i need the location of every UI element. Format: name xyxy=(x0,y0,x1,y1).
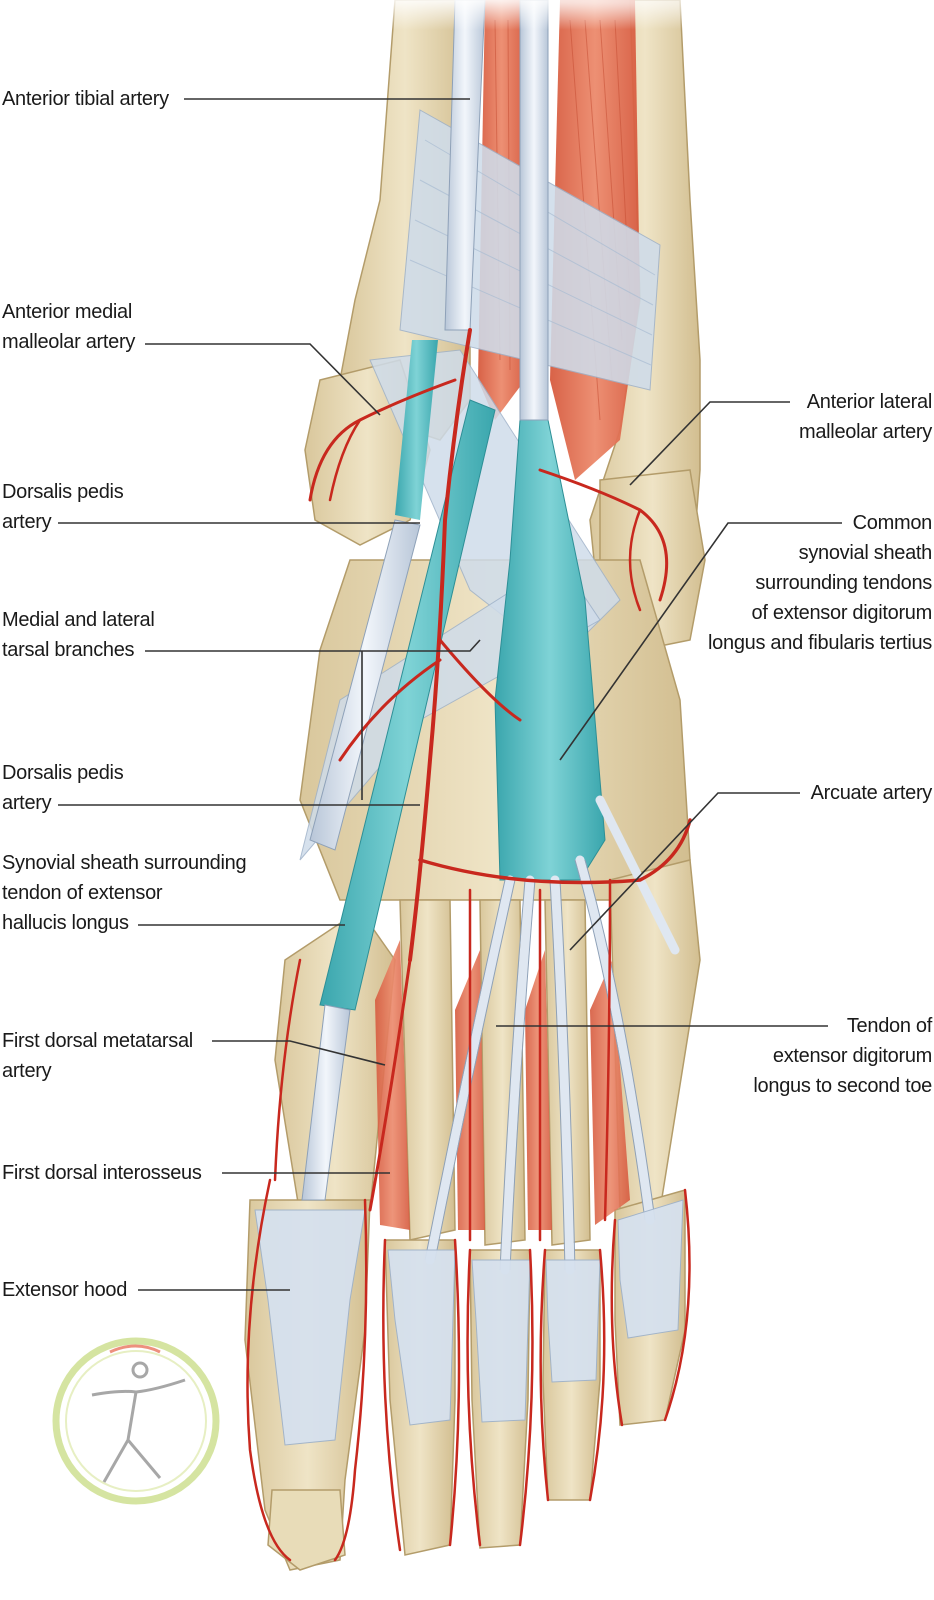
label-line: tarsal branches xyxy=(2,639,135,661)
label-anterior-tibial-artery: Anterior tibial artery xyxy=(2,84,169,114)
label-line: malleolar artery xyxy=(798,421,932,443)
label-line: Anterior lateral xyxy=(806,391,933,413)
extensor-hoods xyxy=(254,1199,684,1446)
label-first-dorsal-metatarsal-artery: First dorsal metatarsal artery xyxy=(2,1026,193,1086)
label-anterior-lateral-malleolar-artery: Anterior lateral malleolar artery xyxy=(799,387,932,447)
label-line: Extensor hood xyxy=(2,1279,128,1301)
label-anterior-medial-malleolar-artery: Anterior medial malleolar artery xyxy=(2,297,135,357)
edl-common-sheath xyxy=(494,0,606,881)
label-dorsalis-pedis-artery-upper: Dorsalis pedis artery xyxy=(2,477,124,537)
label-line: Anterior tibial artery xyxy=(2,88,169,110)
label-line: malleolar artery xyxy=(2,331,136,353)
label-tendon-edl-second-toe: Tendon of extensor digitorum longus to s… xyxy=(753,1011,932,1101)
arteries xyxy=(246,328,692,1562)
leader-lines-right xyxy=(496,401,842,1027)
label-line: Common xyxy=(852,512,933,534)
label-line: Medial and lateral xyxy=(2,609,155,631)
label-line: hallucis longus xyxy=(2,912,129,934)
label-arcuate-artery: Arcuate artery xyxy=(810,778,933,808)
label-line: surrounding tendons xyxy=(755,572,932,594)
label-extensor-hood: Extensor hood xyxy=(2,1275,127,1305)
label-medial-lateral-tarsal-branches: Medial and lateral tarsal branches xyxy=(2,605,155,665)
label-line: artery xyxy=(2,511,52,533)
label-line: Dorsalis pedis xyxy=(2,481,124,503)
watermark-logo xyxy=(52,1337,220,1505)
label-line: First dorsal interosseus xyxy=(2,1162,202,1184)
label-first-dorsal-interosseus: First dorsal interosseus xyxy=(2,1158,202,1188)
label-line: Tendon of xyxy=(846,1015,932,1037)
label-line: Anterior medial xyxy=(2,301,133,323)
label-line: artery xyxy=(2,792,52,814)
label-line: artery xyxy=(2,1060,52,1082)
label-dorsalis-pedis-artery-lower: Dorsalis pedis artery xyxy=(2,758,124,818)
label-line: extensor digitorum xyxy=(772,1045,932,1067)
label-line: longus and fibularis tertius xyxy=(708,632,932,654)
edl-tendon-outlines xyxy=(424,859,656,1271)
leader-lines-left xyxy=(58,98,481,1291)
label-line: Dorsalis pedis xyxy=(2,762,124,784)
label-line: First dorsal metatarsal xyxy=(2,1030,193,1052)
label-common-synovial-sheath: Common synovial sheath surrounding tendo… xyxy=(708,508,932,658)
label-line: Arcuate artery xyxy=(810,782,933,804)
label-line: longus to second toe xyxy=(753,1075,932,1097)
label-line: Synovial sheath surrounding xyxy=(2,852,247,874)
label-line: synovial sheath xyxy=(798,542,933,564)
label-line: of extensor digitorum xyxy=(751,602,933,624)
label-line: tendon of extensor xyxy=(2,882,163,904)
label-synovial-sheath-ehl: Synovial sheath surrounding tendon of ex… xyxy=(2,848,247,938)
